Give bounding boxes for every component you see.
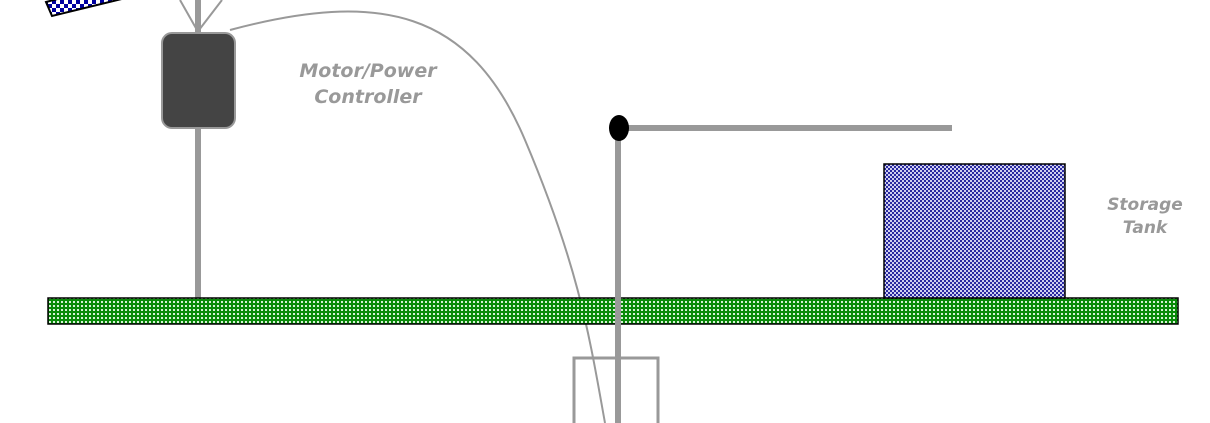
controller-pole — [195, 128, 201, 298]
controller-label-line2: Controller — [314, 86, 423, 108]
tank-label-line2: Tank — [1123, 218, 1169, 238]
tank-label-line1: Storage — [1107, 195, 1183, 215]
power-cable — [229, 10, 606, 423]
solar-panel — [44, 0, 122, 18]
pump-pipe-horizontal — [624, 125, 952, 131]
pipe-elbow-joint — [609, 115, 629, 141]
storage-tank — [883, 163, 1066, 299]
ground — [47, 297, 1179, 325]
pump-pipe-vertical — [615, 138, 621, 423]
panel-support-lines — [179, 0, 223, 34]
motor-power-controller — [161, 32, 236, 129]
controller-label-line1: Motor/Power — [299, 60, 438, 82]
